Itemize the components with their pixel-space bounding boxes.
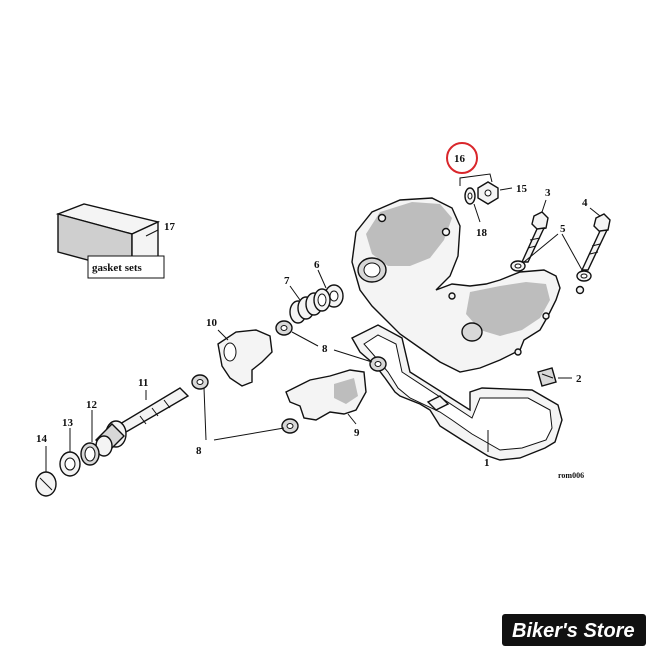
callout-3: 3 — [545, 187, 551, 199]
callout-1: 1 — [484, 457, 490, 469]
highlight-ring — [446, 142, 478, 174]
callout-18: 18 — [476, 227, 488, 239]
plug-2-part[interactable] — [537, 367, 557, 387]
callout-14: 14 — [36, 433, 48, 445]
callout-13: 13 — [62, 417, 74, 429]
callout-17: 17 — [164, 221, 176, 233]
callout-7: 7 — [284, 275, 290, 287]
bolt-4-part[interactable] — [580, 213, 611, 271]
callout-16: 16 — [454, 153, 466, 165]
o-ring-12-part[interactable] — [80, 442, 100, 466]
callout-8b: 8 — [196, 445, 202, 457]
lever-9-part[interactable] — [285, 369, 367, 421]
washer-5-part[interactable] — [510, 260, 592, 282]
nut-15-part[interactable] — [477, 181, 499, 205]
callout-15: 15 — [516, 183, 528, 195]
callouts: 1 2 3 4 5 6 7 8 8 9 10 11 12 13 14 15 16… — [36, 153, 588, 469]
gasket-set-box[interactable]: gasket sets — [55, 203, 165, 279]
spring-7-part[interactable] — [289, 288, 331, 324]
drawing-code: rom006 — [558, 471, 584, 480]
bolt-3-part[interactable] — [520, 211, 549, 263]
gasket-sets-label: gasket sets — [92, 262, 143, 274]
callout-12: 12 — [86, 399, 98, 411]
lever-10-part[interactable] — [217, 329, 273, 387]
bikers-store-logo: Biker's Store — [502, 614, 646, 646]
callout-4: 4 — [582, 197, 588, 209]
callout-11: 11 — [138, 377, 148, 389]
callout-2: 2 — [576, 373, 582, 385]
gasket-part[interactable] — [351, 324, 563, 461]
callout-10: 10 — [206, 317, 218, 329]
shaft-11-part[interactable] — [95, 387, 190, 457]
plug-14-part[interactable] — [35, 471, 57, 497]
leader-lines — [45, 173, 601, 472]
washer-13-part[interactable] — [59, 451, 81, 477]
callout-8a: 8 — [322, 343, 328, 355]
washer-18-part[interactable] — [464, 187, 476, 205]
bushing-8-part[interactable] — [191, 320, 387, 434]
callout-6: 6 — [314, 259, 320, 271]
callout-5: 5 — [560, 223, 566, 235]
logo-text: Biker's Store — [512, 620, 635, 642]
cover-housing-part[interactable] — [351, 197, 585, 373]
callout-9: 9 — [354, 427, 360, 439]
